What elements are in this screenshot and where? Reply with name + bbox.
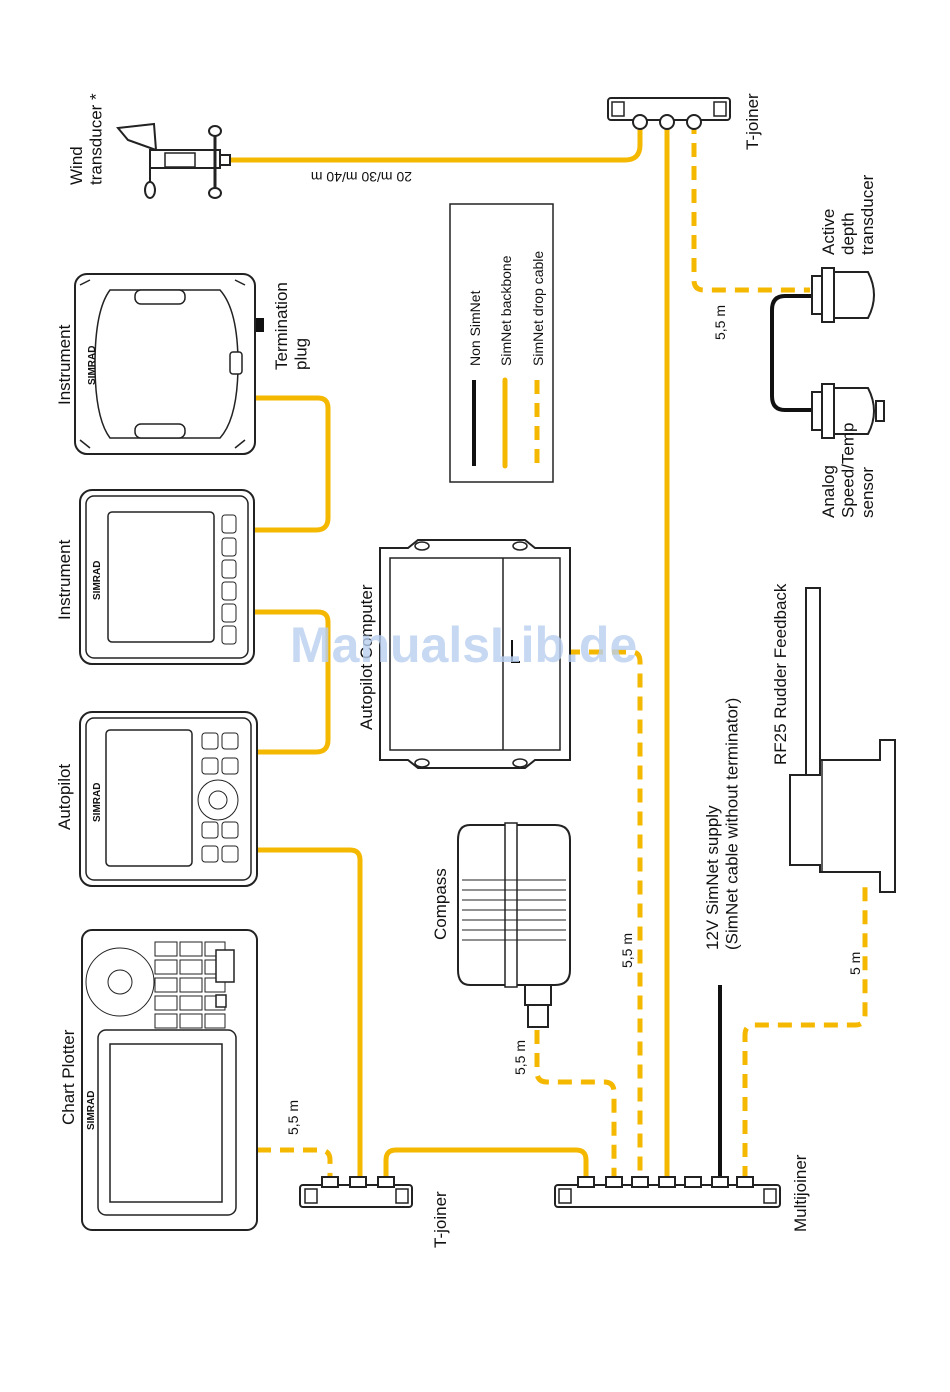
plotter-drop-length: 5,5 m bbox=[285, 1100, 301, 1135]
instrument-top-brand: SIMRAD bbox=[87, 346, 98, 385]
instrument-mid bbox=[79, 489, 255, 665]
legend-non-simnet: Non SimNet bbox=[467, 290, 483, 366]
t-joiner-top bbox=[607, 97, 731, 130]
wind-transducer-label: Windtransducer * bbox=[67, 93, 106, 185]
termination-plug bbox=[256, 318, 264, 332]
t-joiner-top-label: T-joiner bbox=[743, 93, 762, 150]
compass-label: Compass bbox=[431, 868, 450, 940]
compass bbox=[457, 822, 571, 1028]
analog-speed-sensor bbox=[811, 383, 885, 439]
wind-cable-length: 20 m/30 m/40 m bbox=[311, 169, 412, 185]
autopilot-link bbox=[254, 847, 363, 1183]
plotter-drop-cable bbox=[257, 1147, 333, 1180]
autopilot-computer bbox=[379, 539, 571, 769]
depth-speed-link bbox=[770, 294, 820, 412]
termination-plug-label: Terminationplug bbox=[272, 282, 311, 370]
legend-drop-cable: SimNet drop cable bbox=[530, 251, 546, 366]
t-joiner-bottom-label: T-joiner bbox=[431, 1191, 450, 1248]
watermark: ManualsLib.de bbox=[290, 617, 637, 673]
legend-backbone: SimNet backbone bbox=[498, 255, 514, 366]
instrument-link-1 bbox=[251, 395, 331, 533]
multijoiner-label: Multijoiner bbox=[791, 1154, 810, 1232]
active-depth-transducer bbox=[811, 267, 875, 323]
chart-plotter-brand: SIMRAD bbox=[86, 1091, 97, 1130]
rf25-rudder-feedback bbox=[789, 587, 896, 893]
computer-drop-length: 5,5 m bbox=[619, 933, 635, 968]
instrument-top bbox=[74, 273, 256, 455]
chart-plotter-label: Chart Plotter bbox=[59, 1029, 78, 1125]
multijoiner bbox=[554, 1176, 781, 1208]
rudder-drop-cable bbox=[742, 880, 868, 1180]
compass-drop-length: 5,5 m bbox=[512, 1040, 528, 1075]
autopilot-computer-label: Autopilot Computer bbox=[357, 584, 376, 730]
compass-drop-cable bbox=[534, 1030, 617, 1180]
wind-cable bbox=[227, 117, 643, 163]
depth-drop-cable bbox=[691, 120, 810, 293]
tjoiner-multijoiner-link bbox=[383, 1147, 589, 1183]
instrument-top-label: Instrument bbox=[55, 324, 74, 405]
instrument-mid-label: Instrument bbox=[55, 539, 74, 620]
t-joiner-bottom bbox=[299, 1176, 413, 1208]
supply-label: 12V SimNet supply(SimNet cable without t… bbox=[703, 698, 742, 950]
autopilot bbox=[79, 711, 258, 887]
computer-drop-cable bbox=[520, 649, 643, 1180]
chart-plotter bbox=[81, 929, 258, 1231]
analog-speed-label: AnalogSpeed/Tempsensor bbox=[819, 423, 877, 518]
autopilot-label: Autopilot bbox=[55, 764, 74, 830]
active-depth-label: Activedepthtransducer bbox=[819, 174, 877, 255]
wind-transducer bbox=[116, 122, 231, 199]
instrument-link-2 bbox=[251, 609, 331, 755]
rf25-label: RF25 Rudder Feedback bbox=[771, 583, 790, 765]
rudder-drop-length: 5 m bbox=[847, 952, 863, 975]
depth-drop-length: 5,5 m bbox=[712, 305, 728, 340]
legend bbox=[449, 203, 554, 483]
instrument-mid-brand: SIMRAD bbox=[92, 561, 103, 600]
autopilot-brand: SIMRAD bbox=[92, 783, 103, 822]
